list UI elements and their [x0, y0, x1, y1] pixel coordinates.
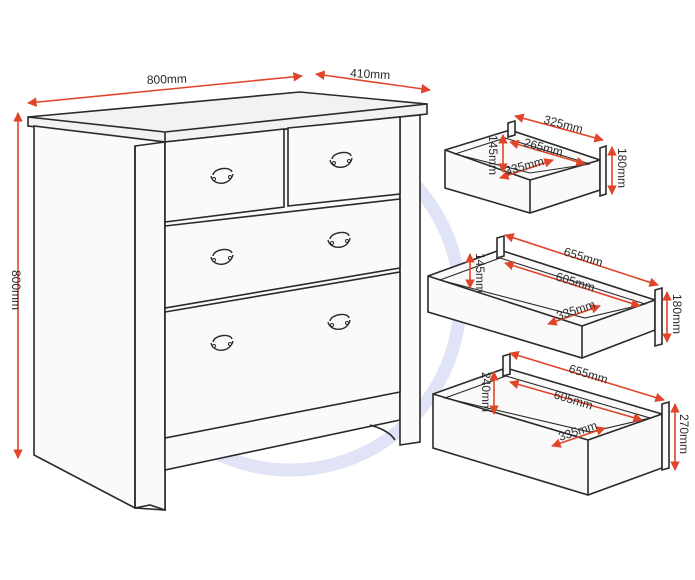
- handle-icon: [210, 248, 234, 265]
- small-drawer-height-front-label: 180mm: [615, 148, 629, 188]
- handle-icon: [329, 151, 353, 168]
- drawer-middle: [164, 198, 401, 309]
- chest-dimensions: 800mm 410mm 800mm: [9, 66, 431, 459]
- handle-icon: [210, 167, 234, 184]
- middle-drawer-dimensions: 655mm 605mm 335mm 145mm 180mm: [465, 233, 684, 343]
- chest-of-drawers: [27, 91, 428, 512]
- drawer-bottom: [164, 271, 401, 439]
- large-drawer-height-inner-label: 240mm: [479, 372, 493, 412]
- chest-depth-label: 410mm: [350, 66, 391, 82]
- middle-drawer: [427, 234, 663, 359]
- large-drawer-depth-outer-label: 655mm: [567, 361, 609, 386]
- small-drawer-depth-outer-label: 325mm: [542, 112, 584, 136]
- chest-height-label: 800mm: [9, 270, 23, 310]
- chest-front-leg-right: [399, 114, 421, 446]
- middle-drawer-depth-outer-label: 655mm: [562, 244, 604, 269]
- handle-icon: [210, 334, 234, 351]
- handle-icon: [327, 231, 351, 248]
- chest-front-leg-left: [134, 141, 166, 512]
- handle-icon: [327, 313, 351, 330]
- middle-drawer-height-front-label: 180mm: [670, 294, 684, 334]
- drawer-top-left: [164, 128, 285, 223]
- middle-drawer-height-inner-label: 145mm: [473, 253, 487, 293]
- chest-left-side: [33, 125, 166, 511]
- chest-width-label: 800mm: [147, 72, 187, 87]
- large-drawer: [432, 352, 670, 496]
- small-drawer-height-inner-label: 145mm: [486, 135, 500, 175]
- large-drawer-height-front-label: 270mm: [677, 414, 691, 454]
- drawer-top-right: [287, 116, 401, 207]
